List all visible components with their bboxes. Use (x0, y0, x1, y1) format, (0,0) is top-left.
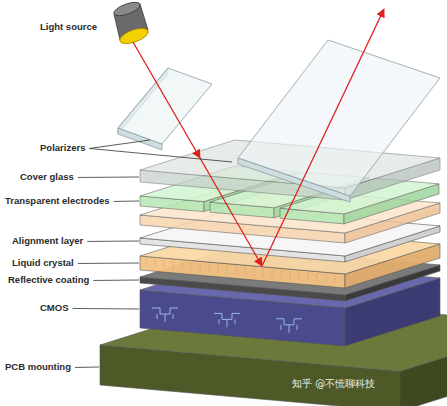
leader-line (87, 241, 139, 242)
leader-line (78, 177, 139, 178)
part-label: Light source (40, 22, 97, 33)
crystal-mark (299, 272, 300, 279)
crystal-mark (200, 264, 201, 271)
light-ray (133, 9, 384, 266)
leader-line (89, 140, 150, 148)
crystal-mark (272, 270, 273, 277)
crystal-mark (281, 271, 282, 278)
crystal-mark (173, 261, 174, 268)
crystal-mark (245, 268, 246, 275)
crystal-mark (218, 265, 219, 272)
crystal-mark (326, 275, 327, 282)
watermark: 知乎 @不慌聊科技 (292, 378, 375, 390)
circuit-symbol (214, 313, 240, 327)
leader-lines (73, 140, 233, 367)
crystal-mark (191, 263, 192, 270)
crystal-mark (155, 260, 156, 267)
light-source (112, 0, 150, 47)
leader-line (78, 263, 139, 264)
part-label: Liquid crystal (12, 258, 74, 269)
part-label: PCB mounting (5, 362, 71, 373)
part-label: Alignment layer (12, 236, 83, 247)
part-label: Cover glass (20, 172, 74, 183)
circuit-symbol (276, 319, 302, 333)
crystal-mark (254, 268, 255, 275)
crystal-mark (317, 274, 318, 281)
crystal-mark (227, 266, 228, 273)
part-label: Transparent electrodes (5, 196, 110, 207)
layer-stack (100, 140, 447, 406)
polarizer (118, 68, 212, 150)
leader-line (73, 308, 140, 310)
part-label: Reflective coating (8, 275, 89, 286)
crystal-mark (335, 276, 336, 283)
leader-line (93, 280, 139, 281)
crystal-mark (164, 261, 165, 268)
crystal-mark (146, 259, 147, 266)
crystal-mark (236, 267, 237, 274)
crystal-mark (263, 269, 264, 276)
crystal-mark (182, 262, 183, 269)
leader-line (114, 201, 139, 202)
circuit-symbol (152, 308, 178, 322)
polarizer (238, 40, 440, 202)
crystal-mark (290, 272, 291, 279)
part-label: Polarizers (40, 143, 85, 154)
crystal-mark (209, 265, 210, 272)
part-label: CMOS (40, 303, 69, 314)
leader-line (75, 367, 99, 368)
crystal-mark (308, 273, 309, 280)
leader-line (89, 148, 232, 162)
